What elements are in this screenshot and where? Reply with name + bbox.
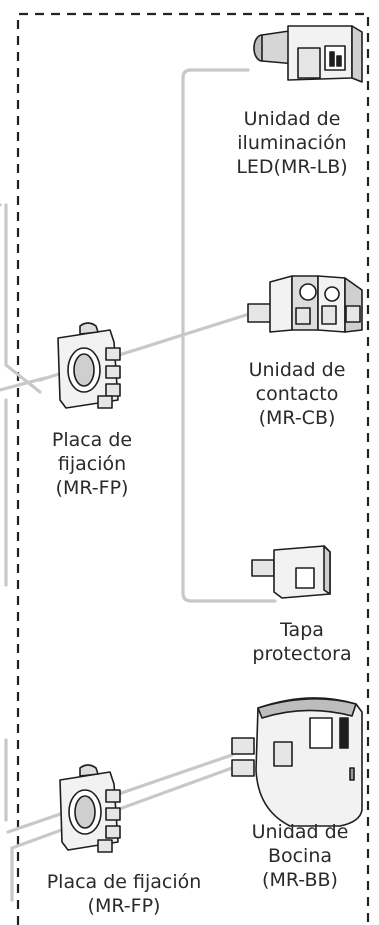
led-unit-label-line-2: iluminación bbox=[237, 132, 347, 154]
connector-left-lower bbox=[0, 376, 47, 392]
horn-unit-label-line-3: (MR-BB) bbox=[262, 869, 338, 891]
led-unit-label-line-1: Unidad de bbox=[243, 108, 341, 130]
contact-unit-label-line-3: (MR-CB) bbox=[258, 407, 336, 429]
mounting-plate-1-label-line-2: fijación bbox=[57, 453, 127, 475]
connector-left-upper bbox=[0, 203, 42, 394]
protective-cover-label-line-2: protectora bbox=[252, 643, 352, 665]
contact-unit-label-line-2: contacto bbox=[255, 383, 339, 405]
contact-unit-label-line-1: Unidad de bbox=[248, 359, 346, 381]
connector-contact-branch bbox=[38, 313, 248, 382]
connector-horn-b bbox=[10, 766, 234, 902]
mounting-plate-2-label-line-1: Placa de fijación bbox=[46, 871, 202, 893]
horn-unit-label-line-1: Unidad de bbox=[251, 821, 349, 843]
mounting-plate-1-label-line-3: (MR-FP) bbox=[55, 477, 129, 499]
mounting-plate-1-label: Placa de fijación (MR-FP) bbox=[22, 428, 162, 500]
connector-horn-a bbox=[6, 753, 234, 834]
dashed-border bbox=[16, 12, 370, 925]
contact-unit-label: Unidad de contacto (MR-CB) bbox=[222, 358, 372, 430]
mounting-plate-2-label-line-2: (MR-FP) bbox=[87, 895, 161, 917]
mounting-plate-2-label: Placa de fijación (MR-FP) bbox=[26, 870, 222, 918]
horn-unit-label: Unidad de Bocina (MR-BB) bbox=[226, 820, 374, 892]
horn-unit-label-line-2: Bocina bbox=[267, 845, 333, 867]
led-unit-label-line-3: LED(MR-LB) bbox=[236, 156, 348, 178]
protective-cover-label-line-1: Tapa bbox=[280, 619, 324, 641]
protective-cover-label: Tapa protectora bbox=[232, 618, 372, 666]
led-unit-label: Unidad de iluminación LED(MR-LB) bbox=[212, 107, 372, 179]
mounting-plate-1-label-line-1: Placa de bbox=[51, 429, 133, 451]
